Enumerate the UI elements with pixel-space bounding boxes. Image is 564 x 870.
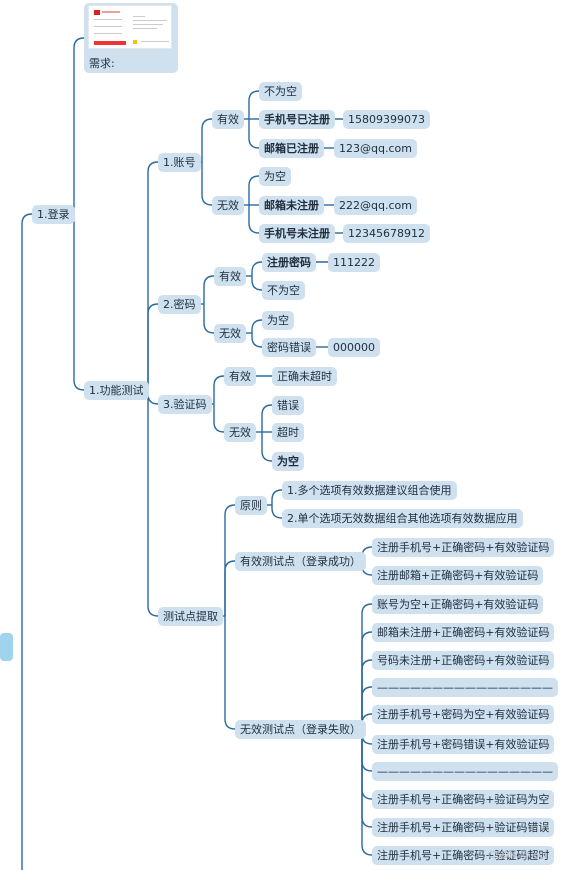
node-functional-test[interactable]: 1.功能测试 — [84, 381, 149, 400]
node-invalid-case-2[interactable]: 邮箱未注册+正确密码+有效验证码 — [372, 623, 555, 642]
node-registered-password[interactable]: 注册密码 — [262, 253, 316, 272]
node-login[interactable]: 1.登录 — [32, 205, 75, 224]
requirement-label: 需求: — [89, 57, 115, 70]
node-invalid-case-6[interactable]: 注册手机号+正确密码+验证码为空 — [372, 790, 555, 809]
node-invalid-case-5[interactable]: 注册手机号+密码错误+有效验证码 — [372, 735, 555, 754]
node-principle-1[interactable]: 1.多个选项有效数据建议组合使用 — [282, 481, 457, 500]
node-account-valid[interactable]: 有效 — [212, 110, 244, 129]
node-invalid-case-8[interactable]: 注册手机号+正确密码+验证码超时 — [372, 846, 555, 865]
node-captcha-invalid[interactable]: 无效 — [224, 423, 256, 442]
node-invalid-case-4[interactable]: 注册手机号+密码为空+有效验证码 — [372, 705, 555, 724]
node-captcha-correct[interactable]: 正确未超时 — [272, 367, 337, 386]
node-password-not-empty[interactable]: 不为空 — [262, 281, 305, 300]
node-invalid-case-1[interactable]: 账号为空+正确密码+有效验证码 — [372, 595, 544, 614]
node-account-invalid[interactable]: 无效 — [212, 196, 244, 215]
node-email-unregistered-value[interactable]: 222@qq.com — [334, 196, 417, 215]
login-page-thumbnail — [88, 5, 172, 49]
node-captcha-wrong[interactable]: 错误 — [272, 396, 304, 415]
node-phone-unregistered-value[interactable]: 12345678912 — [343, 224, 430, 243]
node-principle-2[interactable]: 2.单个选项无效数据组合其他选项有效数据应用 — [282, 509, 523, 528]
root-node[interactable] — [0, 633, 13, 661]
node-account[interactable]: 1.账号 — [158, 153, 201, 172]
node-email-registered[interactable]: 邮箱已注册 — [259, 139, 324, 158]
node-password-valid[interactable]: 有效 — [214, 267, 246, 286]
node-not-empty[interactable]: 不为空 — [259, 82, 302, 101]
node-empty[interactable]: 为空 — [259, 167, 291, 186]
node-password-empty[interactable]: 为空 — [262, 311, 294, 330]
requirement-card[interactable]: 需求: — [84, 3, 178, 73]
node-invalid-case-3[interactable]: 号码未注册+正确密码+有效验证码 — [372, 651, 555, 670]
node-phone-registered[interactable]: 手机号已注册 — [259, 110, 335, 129]
node-password-wrong[interactable]: 密码错误 — [262, 338, 316, 357]
node-invalid-test-points[interactable]: 无效测试点（登录失败） — [235, 720, 366, 739]
node-valid-case-2[interactable]: 注册邮箱+正确密码+有效验证码 — [372, 566, 544, 585]
node-separator-1[interactable]: ———————————————— — [372, 678, 558, 697]
node-principle[interactable]: 原则 — [235, 496, 267, 515]
node-password-invalid[interactable]: 无效 — [214, 324, 246, 343]
node-valid-test-points[interactable]: 有效测试点（登录成功） — [235, 552, 366, 571]
watermark: CSDN @.ccl — [488, 850, 547, 861]
node-registered-password-value[interactable]: 111222 — [328, 253, 380, 272]
node-valid-case-1[interactable]: 注册手机号+正确密码+有效验证码 — [372, 538, 555, 557]
node-phone-registered-value[interactable]: 15809399073 — [343, 110, 430, 129]
node-captcha-timeout[interactable]: 超时 — [272, 423, 304, 442]
node-email-unregistered[interactable]: 邮箱未注册 — [259, 196, 324, 215]
node-email-registered-value[interactable]: 123@qq.com — [334, 139, 417, 158]
node-phone-unregistered[interactable]: 手机号未注册 — [259, 224, 335, 243]
node-captcha[interactable]: 3.验证码 — [158, 395, 212, 414]
node-test-point-extraction[interactable]: 测试点提取 — [158, 607, 223, 626]
node-separator-2[interactable]: ———————————————— — [372, 762, 558, 781]
node-password-wrong-value[interactable]: 000000 — [328, 338, 380, 357]
node-captcha-empty[interactable]: 为空 — [272, 452, 304, 471]
node-captcha-valid[interactable]: 有效 — [224, 367, 256, 386]
node-invalid-case-7[interactable]: 注册手机号+正确密码+验证码错误 — [372, 818, 555, 837]
node-password[interactable]: 2.密码 — [158, 295, 201, 314]
